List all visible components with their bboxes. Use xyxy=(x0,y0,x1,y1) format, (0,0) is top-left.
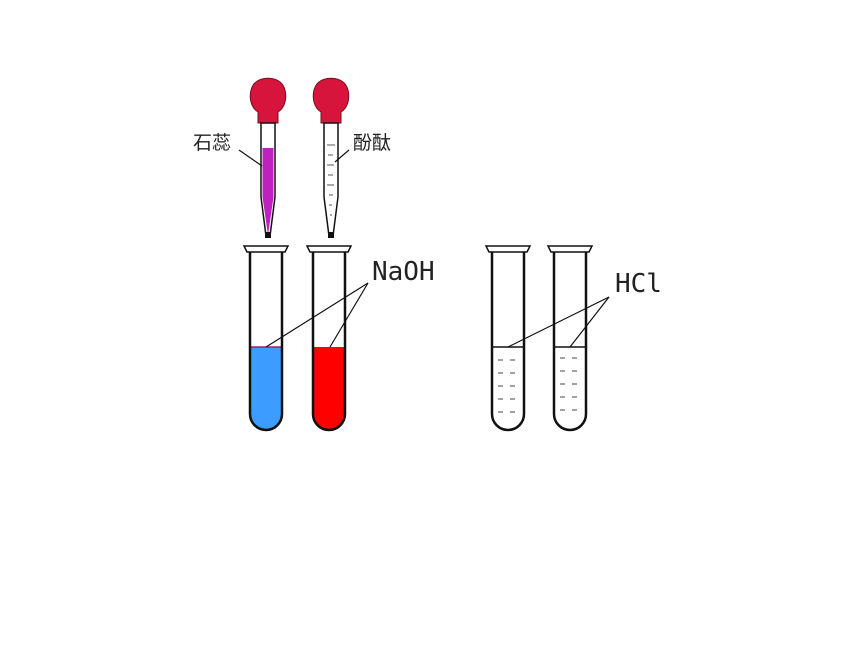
test-tube-hcl-1 xyxy=(484,245,532,432)
naoh-label: NaOH xyxy=(372,257,435,287)
phenolphthalein-dropper-bulb xyxy=(312,77,350,124)
red-solution xyxy=(313,347,345,430)
phenolphthalein-dropper xyxy=(312,77,350,238)
leader-lines xyxy=(238,149,610,348)
phenolphthalein-dropper-tube xyxy=(323,122,339,237)
test-tube-red xyxy=(305,245,353,432)
litmus-dropper xyxy=(249,77,287,238)
test-tube-hcl-2 xyxy=(546,245,594,432)
litmus-dropper-bulb xyxy=(249,77,287,124)
litmus-label: 石蕊 xyxy=(193,132,231,154)
litmus-liquid xyxy=(262,148,274,232)
blue-solution xyxy=(250,347,282,430)
phenolphthalein-label: 酚酞 xyxy=(353,132,391,154)
test-tube-blue xyxy=(242,245,290,432)
hcl-label: HCl xyxy=(615,269,662,299)
